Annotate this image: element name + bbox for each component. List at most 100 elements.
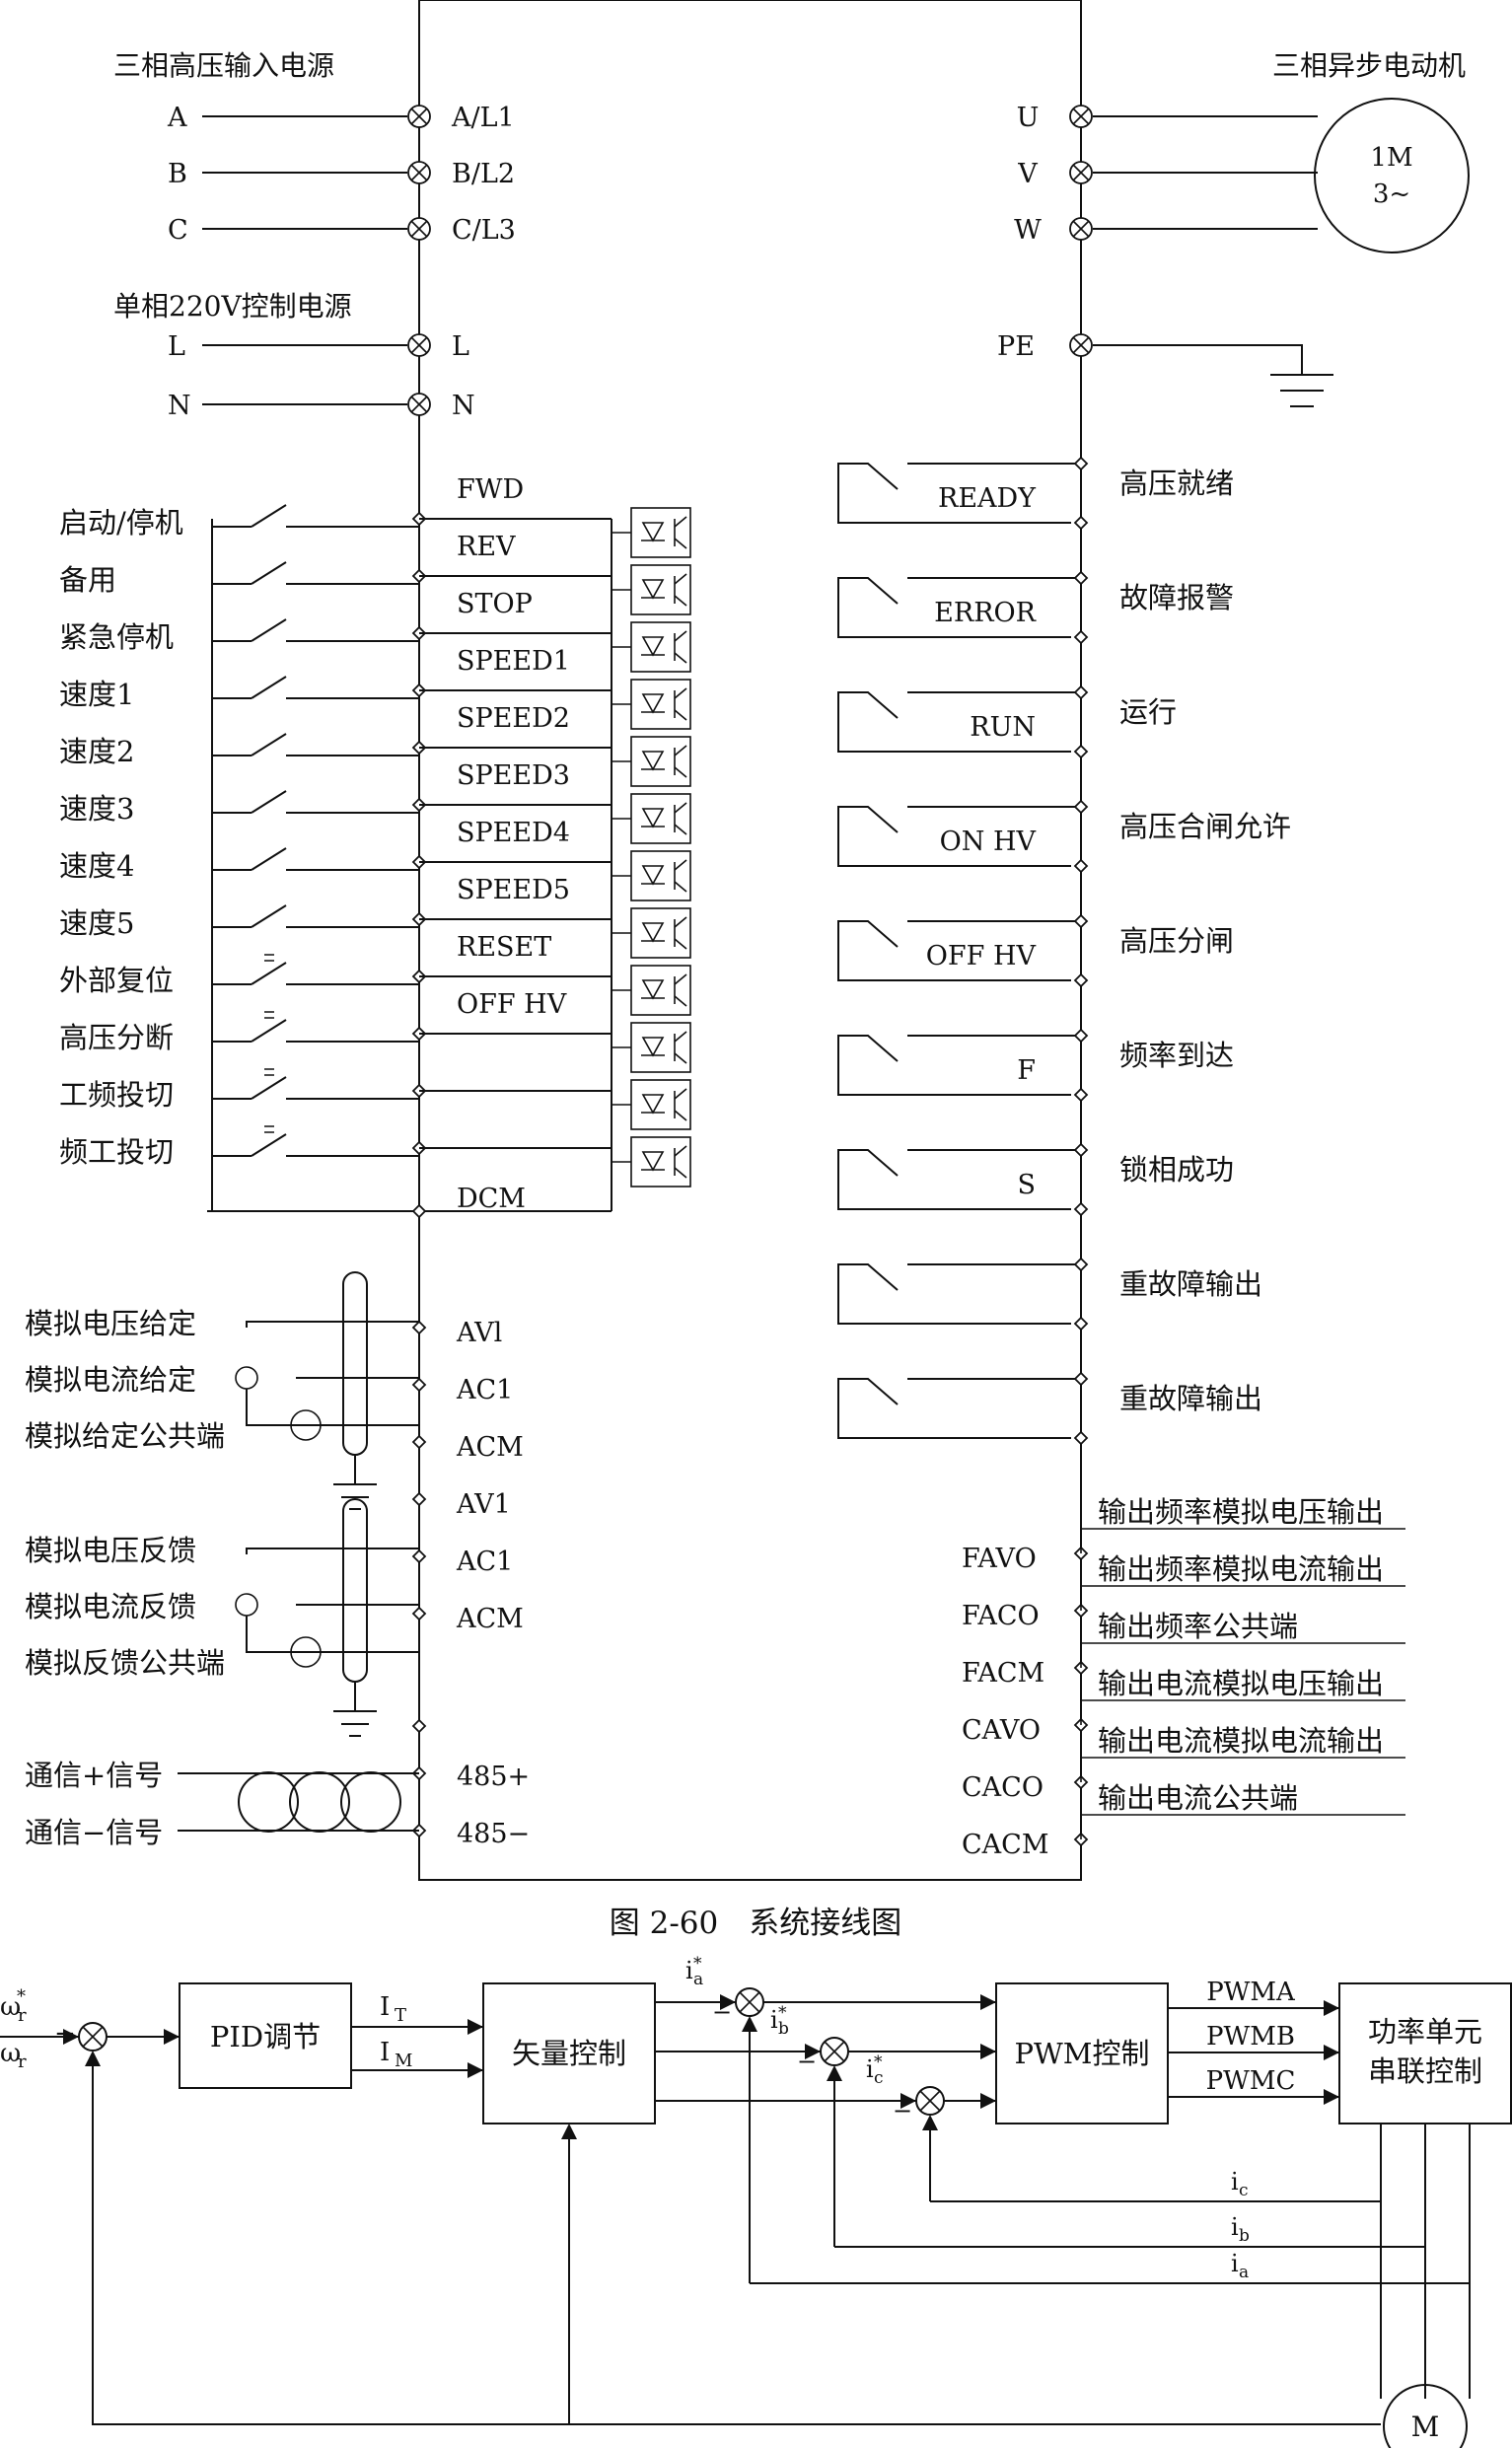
opto-box (630, 507, 691, 558)
opto-led (641, 1094, 665, 1115)
cable-shield (342, 1271, 368, 1456)
opto-box (630, 621, 691, 673)
relay-output-label: 重故障输出 (1119, 1267, 1262, 1301)
opto-led (641, 865, 665, 886)
digital-input-label: 紧急停机 (59, 620, 174, 654)
hv-input-title: 三相高压输入电源 (113, 49, 334, 82)
relay-terminal (1073, 744, 1089, 759)
relay-terminal (1073, 515, 1089, 531)
output-terminal-label: U (1017, 103, 1040, 133)
analog-output-wire (1080, 1699, 1405, 1725)
im-label: I (380, 2038, 390, 2067)
analog-output-label: 输出电流公共端 (1098, 1781, 1298, 1815)
analog-input-label: 模拟电压反馈 (25, 1534, 196, 1567)
opto-led (641, 751, 665, 771)
analog-wire (246, 1616, 291, 1653)
relay-output-label: 高压就绪 (1119, 467, 1234, 500)
arrow-head (468, 2062, 483, 2078)
opto-transistor (674, 881, 687, 893)
switch-contact (251, 962, 287, 985)
motor-title: 三相异步电动机 (1272, 49, 1466, 82)
relay-terminal (1073, 684, 1089, 700)
omega-fb-label: ω (0, 2039, 21, 2068)
opto-transistor (674, 859, 687, 871)
opto-transistor (674, 1145, 687, 1157)
switch-contact (251, 561, 287, 585)
pid-label: PID调节 (210, 2020, 321, 2053)
analog-input-label: 模拟给定公共端 (25, 1419, 225, 1453)
analog-output-wire (1080, 1814, 1405, 1839)
speed-feedback-wire (92, 2066, 1381, 2425)
analog-output-label: 输出频率模拟电压输出 (1098, 1495, 1384, 1529)
analog-output-label: 输出电流模拟电流输出 (1098, 1724, 1384, 1758)
relay-terminal (1073, 1316, 1089, 1332)
relay-terminal (1073, 913, 1089, 929)
iref-label: i (770, 2006, 778, 2034)
arrow-head (980, 1994, 996, 2010)
digital-input-label: 启动/停机 (59, 506, 183, 540)
analog-terminal-label: ACM (456, 1604, 524, 1634)
switch-contact (251, 1076, 287, 1100)
opto-transistor (674, 1110, 687, 1121)
analog-terminal (411, 1377, 427, 1393)
analog-output-wire (1080, 1585, 1405, 1611)
arrow-head (468, 2019, 483, 2035)
switch-contact (251, 618, 287, 642)
switch-contact (251, 1019, 287, 1043)
feedback-sub: b (1239, 2226, 1250, 2246)
analog-terminal (411, 1320, 427, 1335)
terminal-mark (1072, 220, 1090, 238)
opto-led (641, 636, 665, 657)
opto-box (630, 1079, 691, 1130)
relay-terminal (1073, 629, 1089, 645)
comm-terminal-label: 485− (457, 1819, 530, 1849)
analog-input-label: 模拟反馈公共端 (25, 1646, 225, 1680)
analog-terminal (411, 1606, 427, 1621)
relay-contact (837, 1378, 1071, 1439)
digital-input-terminal: SPEED3 (457, 760, 570, 791)
opto-transistor (674, 995, 687, 1007)
relay-terminal-label: S (1018, 1170, 1037, 1200)
arrow-head (980, 2044, 996, 2059)
relay-output-label: 高压分闸 (1119, 924, 1234, 958)
opto-transistor (674, 1088, 687, 1100)
terminal-mark (410, 108, 428, 125)
analog-input-label: 模拟电流给定 (25, 1363, 196, 1397)
arrow-head (827, 2065, 842, 2081)
opto-transistor (674, 709, 687, 721)
minus-sign: − (712, 1998, 732, 2026)
analog-output-label: 输出频率公共端 (1098, 1610, 1298, 1643)
cable-shield (342, 1498, 368, 1683)
digital-input-label: 速度4 (59, 849, 134, 883)
it-sub: T (395, 2005, 406, 2026)
relay-contact (837, 463, 1071, 524)
arrow-head (742, 2016, 757, 2032)
analog-wire (246, 1321, 419, 1328)
analog-terminal-label: AV1 (456, 1489, 511, 1520)
opto-box (630, 736, 691, 787)
opto-box (630, 907, 691, 959)
terminal-mark (1072, 336, 1090, 354)
opto-transistor (674, 573, 687, 585)
terminal-mark (410, 396, 428, 413)
iref-star: * (778, 2003, 787, 2023)
relay-terminal (1073, 1430, 1089, 1446)
arrow-head (1324, 2000, 1339, 2016)
phase-wire-label: B (168, 159, 187, 189)
opto-led (641, 579, 665, 600)
feedback-i: i (1231, 2213, 1239, 2241)
terminal-mark (1072, 164, 1090, 181)
digital-input-terminal: SPEED1 (457, 646, 570, 677)
omega-fb-sub: r (18, 2052, 27, 2072)
terminal-mark (410, 336, 428, 354)
switch-contact (251, 904, 287, 928)
relay-output-label: 运行 (1119, 695, 1177, 729)
relay-terminal (1073, 1371, 1089, 1387)
opto-led (641, 693, 665, 714)
iref-star: * (693, 1954, 702, 1974)
arrow-head (561, 2124, 577, 2139)
opto-led (641, 808, 665, 828)
opto-box (630, 679, 691, 730)
voltage-source-icon (235, 1593, 258, 1617)
